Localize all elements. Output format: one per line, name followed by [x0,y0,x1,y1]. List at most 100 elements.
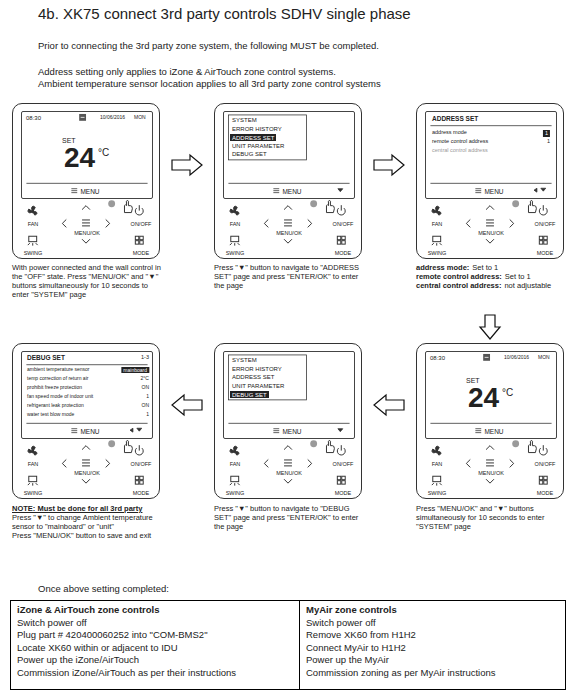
button-label: ON/OFF [131,222,152,228]
screen-text: 24 [64,144,95,172]
screen-text: SYSTEM [232,357,257,363]
screen-text: 08:30 [26,115,41,121]
screen-text: ADDRESS SET [432,116,478,123]
screen-text: 08:30 [430,355,445,361]
button-label: ON/OFF [333,222,354,228]
block-arrow [172,155,202,175]
screen-text: MENU [484,189,503,196]
button-label: SWING [226,251,245,257]
caption-line: remote control address:Set to 1 [416,272,568,281]
button-label: FAN [28,222,39,228]
button-label: MENU/OK [478,231,504,237]
screen-text: ON [142,385,150,390]
button-label: SWING [428,251,447,257]
caption-line: With power connected and the wall contro… [12,263,164,300]
table-cell: Remove XK60 from H1H2 [306,629,559,642]
screen-text: MENU [80,189,99,196]
screen-text: 10/06/2016 [100,115,125,120]
button-label: FAN [28,462,39,468]
table-cell: Commission iZone/AirTouch as per their i… [17,667,293,680]
button-icons [28,440,143,485]
note-heading: NOTE: Must be done for all 3rd party [12,504,142,513]
button-label: FAN [230,462,241,468]
screen-text: prohibit freeze protection [27,385,82,390]
table-cell: Power up the iZone/AirTouch [17,654,293,667]
table-cell: Locate XK60 within or adjacent to IDU [17,642,293,655]
screen-text: 24 [468,384,499,412]
screen-text: 1-3 [141,355,149,361]
button-label: MENU/OK [74,471,100,477]
block-arrow [172,395,202,415]
caption: Press "MENU/OK" and "▼" buttons simultan… [416,504,568,531]
screen-text: temp correction of return air [27,376,88,381]
caption-line: Press "▼" button to navigate to "ADDRESS… [214,263,364,290]
caption: Press "▼" button to navigate to "ADDRESS… [214,263,364,290]
screen-text: SYSTEM [232,117,257,123]
button-icons [28,200,143,245]
caption-line: Once above setting completed: [38,583,558,595]
wall-controller: FANON/OFFMENU/OKSWINGMODESYSTEMERROR HIS… [214,343,362,499]
instruction-text: Set to 1 [505,272,531,281]
lcd-screen: 08:3010/06/2016MONSET24°CMENU [425,351,557,439]
screen-text: MON [134,115,146,120]
button-label: MENU/OK [276,471,302,477]
screen-text: MON [538,355,550,360]
screen-text: water test blow mode [27,412,74,417]
caption-line: central control address:not adjustable [416,281,568,290]
caption-line: address mode:Set to 1 [416,263,568,272]
wall-controller: FAN ON/OFF MENU/OK SWING MODE SYSTEM ERROR HIS… [214,103,362,259]
block-arrow [374,395,404,415]
button-label: FAN [432,222,443,228]
instruction-text: Press "▼" button to navigate to "ADDRESS… [214,263,359,290]
page-title: 4b. XK75 connect 3rd party controls SDHV… [38,6,411,23]
wall-controller: FANON/OFFMENU/OKSWINGMODEDEBUG SET1-3amb… [12,343,160,499]
selected-item: 1 [543,130,550,137]
button-label: MODE [133,491,150,497]
button-label: ON/OFF [333,462,354,468]
selected-item: mainboard [121,367,149,373]
caption: address mode:Set to 1remote control addr… [416,263,568,290]
screen-text: DEBUG SET [232,151,267,157]
instruction-text: Set to 1 [472,263,498,272]
wall-controller: FANON/OFFMENU/OKSWINGMODEADDRESS SETaddr… [416,103,564,259]
screen-text: DEBUG SET [27,355,65,362]
screen-text: ambient temperature sensor [27,367,90,372]
screen-decor [228,115,349,193]
button-label: MODE [133,251,150,257]
caption-line: Press "MENU/OK" and "▼" buttons simultan… [416,504,568,531]
caption-line: Prior to connecting the 3rd party zone s… [38,40,558,52]
note-heading: remote control address: [416,272,502,281]
button-label: MENU/OK [276,231,302,237]
caption-line: NOTE: Must be done for all 3rd party [12,504,164,513]
screen-text: MENU [282,429,301,436]
wall-controller: FANON/OFFMENU/OKSWINGMODE08:3010/06/2016… [416,343,564,499]
instruction-text: Once above setting completed: [38,583,169,594]
selected-item: DEBUG SET [230,391,269,398]
caption: With power connected and the wall contro… [12,263,164,300]
screen-text: 10/06/2016 [504,355,529,360]
screen-decor [430,354,551,433]
screen-decor [26,114,147,193]
instruction-text: Press "▼" button to navigate to "DEBUG S… [214,504,358,531]
screen-text: ERROR HISTORY [232,126,282,132]
button-label: MODE [537,491,554,497]
instruction-text: Press "▼" to change Ambient temperature … [12,513,153,531]
screen-text: address mode [432,130,467,136]
button-label: ON/OFF [131,462,152,468]
button-label: MODE [335,251,352,257]
lcd-screen: SYSTEMERROR HISTORYADDRESS SETUNIT PARAM… [223,111,355,199]
caption-line: Ambient temperature sensor location appl… [38,78,558,90]
screen-text: central control address [432,148,488,154]
screen-text: MENU [484,429,503,436]
button-icons [432,440,547,485]
block-arrow [374,155,404,175]
caption-line: Press "▼" button to navigate to "DEBUG S… [214,504,364,531]
instruction-text: Address setting only applies to iZone & … [38,66,336,77]
button-label: ON/OFF [535,462,556,468]
wall-controller: FANON/OFFMENU/OKSWINGMODE08:3010/06/2016… [12,103,160,259]
lcd-screen: DEBUG SET 1-3 ambient temperature sensor ma… [21,351,153,439]
button-label: FAN [230,222,241,228]
table-cell: Commission zoning as per MyAir instructi… [306,667,559,680]
table-column: iZone & AirTouch zone controlsSwitch pow… [10,600,300,690]
